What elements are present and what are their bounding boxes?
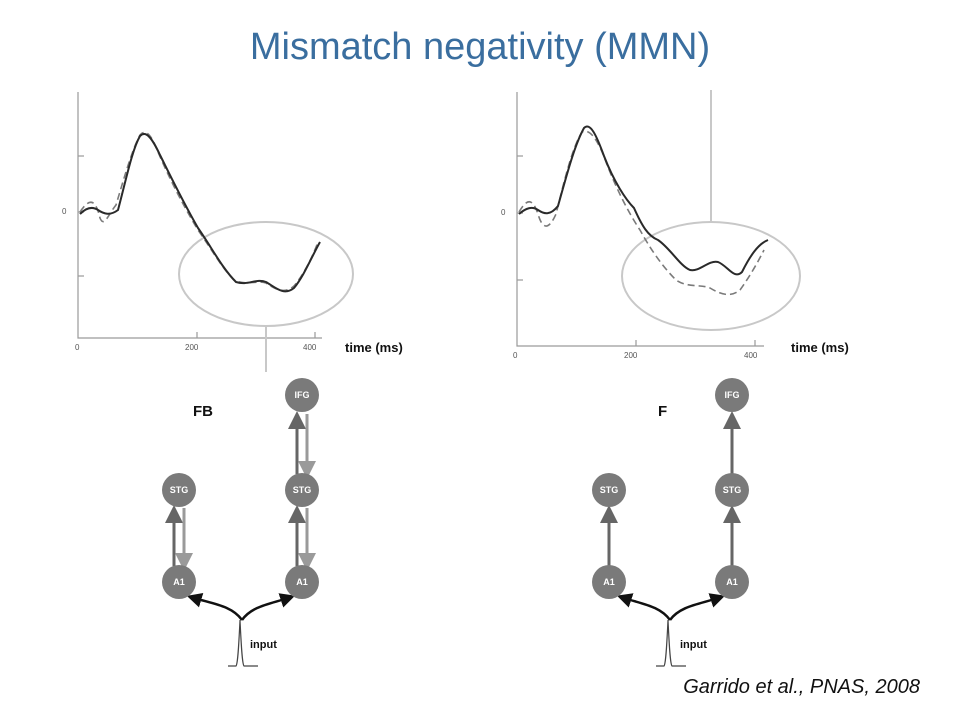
plot-axes [77, 92, 322, 339]
network-f: F input IFG STG STG A1 A1 [592, 378, 749, 667]
erp-trace-dashed [518, 130, 765, 296]
zero-label: 0 [62, 207, 67, 216]
x-tick-label: 400 [744, 351, 758, 360]
svg-text:STG: STG [723, 485, 742, 495]
x-tick-label: 400 [303, 343, 317, 352]
x-tick-label: 0 [75, 343, 80, 352]
erp-trace-solid [518, 125, 769, 276]
zero-label: 0 [501, 208, 506, 217]
svg-text:A1: A1 [726, 577, 738, 587]
svg-text:IFG: IFG [295, 390, 310, 400]
svg-text:A1: A1 [603, 577, 615, 587]
x-tick-label: 0 [513, 351, 518, 360]
input-arrow [668, 593, 726, 621]
svg-text:A1: A1 [173, 577, 185, 587]
x-tick-label: 200 [624, 351, 638, 360]
erp-trace-dashed [79, 131, 319, 292]
network-fb: FB input IFG STG STG A1 [162, 378, 319, 667]
erp-plot-right: 0 0 200 400 time (ms) [501, 90, 849, 360]
mmn-highlight-ellipse [621, 221, 801, 331]
node-ifg: IFG [715, 378, 749, 412]
node-stg-right: STG [715, 473, 749, 507]
node-a1-left: A1 [592, 565, 626, 599]
input-arrow [186, 592, 244, 621]
node-a1-left: A1 [162, 565, 196, 599]
node-stg-left: STG [162, 473, 196, 507]
svg-text:STG: STG [293, 485, 312, 495]
svg-text:IFG: IFG [725, 390, 740, 400]
input-label: input [680, 639, 707, 651]
time-axis-label: time (ms) [791, 340, 849, 355]
node-stg-left: STG [592, 473, 626, 507]
x-tick-label: 200 [185, 343, 199, 352]
slide-title: Mismatch negativity (MMN) [249, 26, 711, 68]
network-label: FB [193, 403, 213, 420]
plot-axes [516, 92, 764, 347]
node-a1-right: A1 [285, 565, 319, 599]
input-spike [656, 619, 686, 667]
input-spike [228, 619, 258, 667]
node-ifg: IFG [285, 378, 319, 412]
erp-trace-solid [79, 133, 321, 293]
svg-text:STG: STG [600, 485, 619, 495]
input-arrow [240, 593, 296, 621]
svg-text:STG: STG [170, 485, 189, 495]
node-stg-right: STG [285, 473, 319, 507]
svg-text:A1: A1 [296, 577, 308, 587]
node-a1-right: A1 [715, 565, 749, 599]
input-arrow [616, 593, 672, 621]
erp-plot-left: 0 0 200 400 time (ms) [62, 92, 403, 372]
citation: Garrido et al., PNAS, 2008 [683, 676, 920, 698]
network-label: F [658, 403, 667, 420]
input-label: input [250, 639, 277, 651]
time-axis-label: time (ms) [345, 340, 403, 355]
